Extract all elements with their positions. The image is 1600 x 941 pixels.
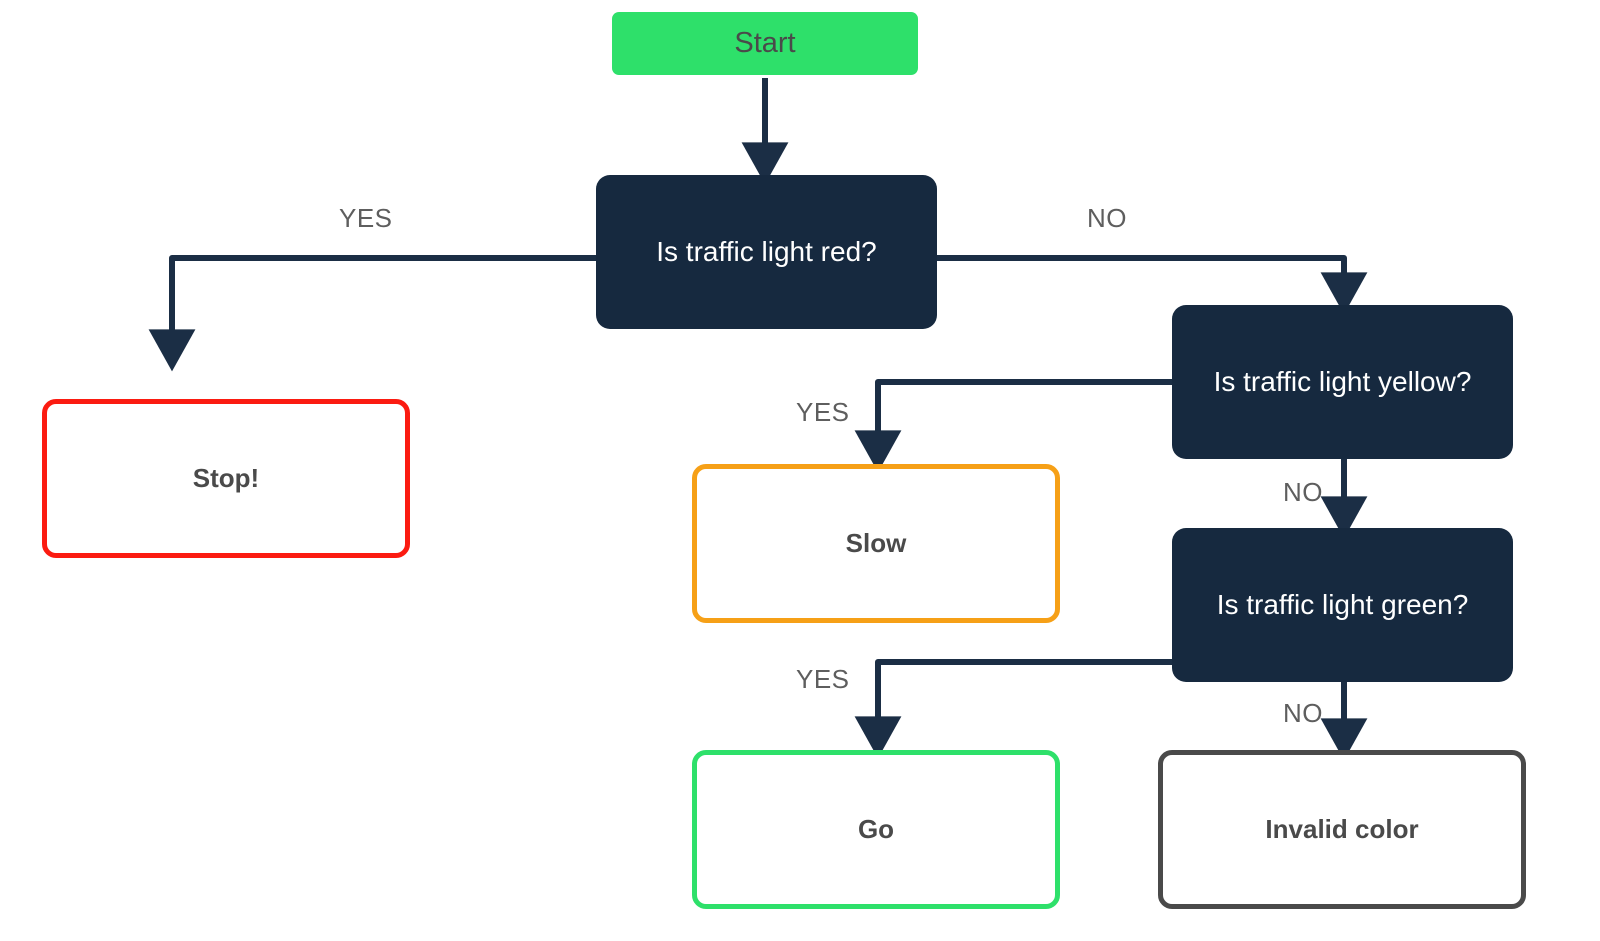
- node-terminal-stop[interactable]: Stop!: [42, 399, 410, 558]
- node-terminal-stop-label: Stop!: [192, 463, 260, 494]
- node-terminal-go[interactable]: Go: [692, 750, 1060, 909]
- node-decision-yellow-label: Is traffic light yellow?: [1213, 365, 1472, 397]
- edge-label-red-no: NO: [1087, 203, 1127, 233]
- edge-green-yes-to-go: [854, 659, 1172, 759]
- node-decision-red[interactable]: Is traffic light red?: [596, 175, 937, 329]
- node-terminal-slow[interactable]: Slow: [692, 464, 1060, 623]
- node-decision-yellow[interactable]: Is traffic light yellow?: [1172, 305, 1513, 459]
- node-terminal-invalid[interactable]: Invalid color: [1158, 750, 1526, 909]
- edge-label-yellow-yes: YES: [796, 397, 850, 427]
- edge-red-yes-to-stop: [148, 255, 596, 372]
- edge-yellow-yes-to-slow: [854, 379, 1172, 473]
- edge-red-no-to-yellow: [937, 255, 1368, 315]
- edge-label-green-yes: YES: [796, 664, 850, 694]
- node-terminal-go-label: Go: [857, 814, 895, 845]
- node-decision-green[interactable]: Is traffic light green?: [1172, 528, 1513, 682]
- node-start-label: Start: [734, 26, 796, 59]
- node-terminal-slow-label: Slow: [845, 528, 907, 559]
- node-decision-green-label: Is traffic light green?: [1216, 588, 1469, 620]
- edge-label-yellow-no: NO: [1283, 477, 1323, 507]
- edge-label-red-yes: YES: [339, 203, 393, 233]
- edge-label-green-no: NO: [1283, 698, 1323, 728]
- node-decision-red-label: Is traffic light red?: [656, 235, 877, 267]
- node-start[interactable]: Start: [612, 12, 918, 75]
- node-terminal-invalid-label: Invalid color: [1265, 814, 1419, 845]
